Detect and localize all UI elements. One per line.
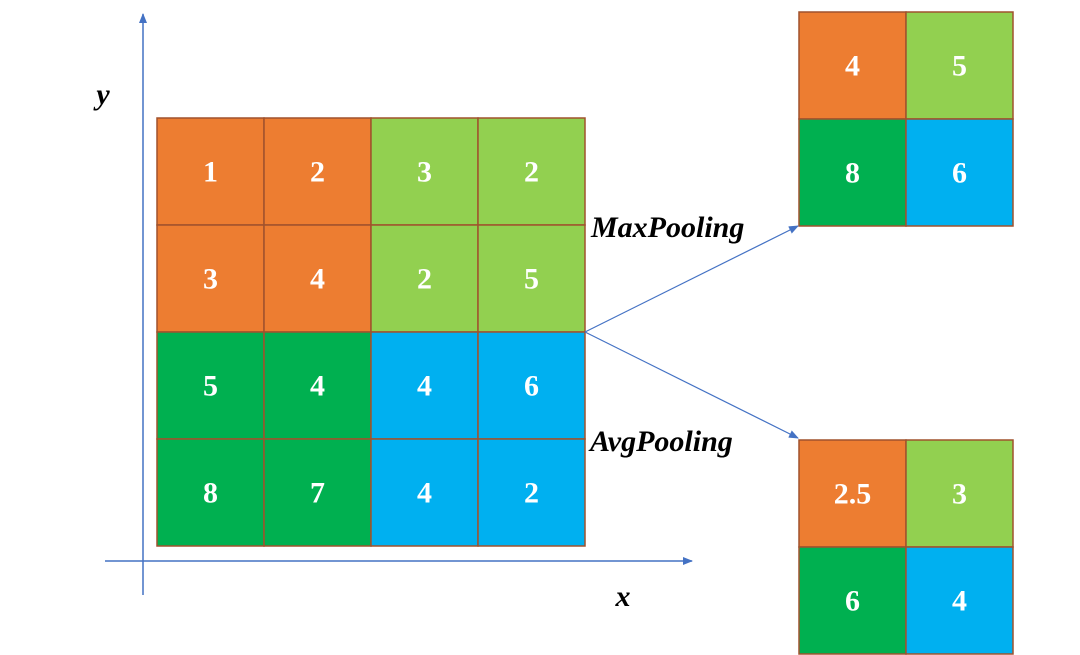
input-cell-2-1 — [263, 331, 372, 440]
input-value-2-1: 4 — [310, 370, 325, 403]
input-cell-0-1 — [263, 117, 372, 226]
input-value-1-1: 4 — [310, 263, 325, 296]
input-value-1-3: 5 — [524, 263, 539, 296]
input-cell-3-0 — [156, 438, 265, 547]
max-pooling-value-0-0: 4 — [845, 50, 860, 83]
avg-pooling-cell-1-0 — [798, 546, 907, 655]
input-value-2-0: 5 — [203, 370, 218, 403]
input-value-3-0: 8 — [203, 477, 218, 510]
input-value-3-1: 7 — [310, 477, 325, 510]
input-value-1-2: 2 — [417, 263, 432, 296]
input-cell-1-2 — [370, 224, 479, 333]
input-cell-1-1 — [263, 224, 372, 333]
avg-pooling-value-1-0: 6 — [845, 585, 860, 618]
input-cell-2-3 — [477, 331, 586, 440]
max-pooling-arrow — [584, 225, 799, 333]
input-cell-3-3 — [477, 438, 586, 547]
input-value-3-2: 4 — [417, 477, 432, 510]
max-pooling-value-1-1: 6 — [952, 157, 967, 190]
y-axis-label: y — [93, 78, 110, 111]
input-value-0-3: 2 — [524, 156, 539, 189]
input-cell-0-0 — [156, 117, 265, 226]
avg-pooling-value-1-1: 4 — [952, 585, 967, 618]
input-cell-3-1 — [263, 438, 372, 547]
max-pooling-cell-0-1 — [905, 11, 1014, 120]
input-grid: 1 2 3 2 3 4 2 5 5 4 4 6 8 7 4 2 — [156, 117, 586, 547]
input-value-0-1: 2 — [310, 156, 325, 189]
avg-pooling-output-grid: 2.5 3 6 4 — [798, 439, 1014, 655]
max-pooling-cell-0-0 — [798, 11, 907, 120]
input-cell-2-2 — [370, 331, 479, 440]
input-value-2-2: 4 — [417, 370, 432, 403]
max-pooling-output-grid: 4 5 8 6 — [798, 11, 1014, 227]
input-value-1-0: 3 — [203, 263, 218, 296]
input-value-3-3: 2 — [524, 477, 539, 510]
avg-pooling-arrow — [584, 331, 799, 439]
avg-pooling-cell-0-0 — [798, 439, 907, 548]
avg-pooling-cell-0-1 — [905, 439, 1014, 548]
avg-pooling-cell-1-1 — [905, 546, 1014, 655]
input-value-0-2: 3 — [417, 156, 432, 189]
input-cell-0-2 — [370, 117, 479, 226]
max-pooling-value-1-0: 8 — [845, 157, 860, 190]
avg-pooling-label: AvgPooling — [588, 425, 733, 458]
max-pooling-label: MaxPooling — [590, 211, 744, 244]
input-cell-3-2 — [370, 438, 479, 547]
input-value-2-3: 6 — [524, 370, 539, 403]
input-cell-0-3 — [477, 117, 586, 226]
x-axis-label: x — [615, 580, 631, 613]
max-pooling-cell-1-1 — [905, 118, 1014, 227]
avg-pooling-value-0-1: 3 — [952, 478, 967, 511]
avg-pooling-value-0-0: 2.5 — [834, 478, 872, 511]
max-pooling-value-0-1: 5 — [952, 50, 967, 83]
input-value-0-0: 1 — [203, 156, 218, 189]
